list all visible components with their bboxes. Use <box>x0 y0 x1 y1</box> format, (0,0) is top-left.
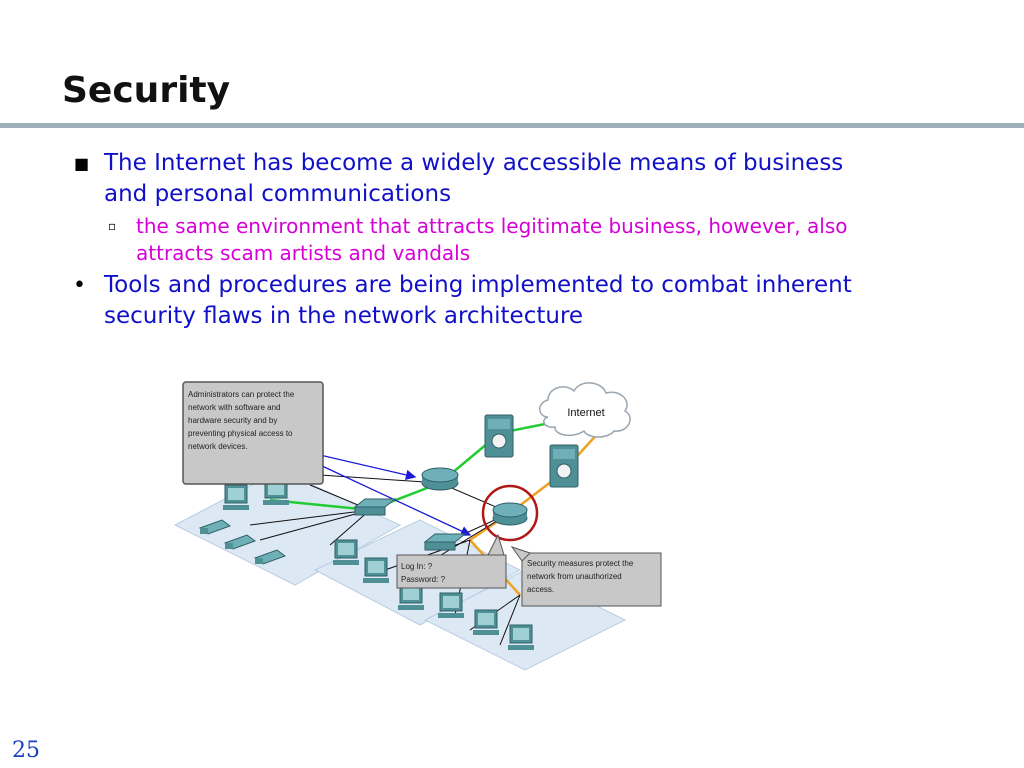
admin-callout-line-3: hardware security and by <box>188 416 277 425</box>
switch-icon-2 <box>423 533 467 551</box>
bullet-item-2: • Tools and procedures are being impleme… <box>70 270 970 332</box>
security-callout-line-1: Security measures protect the <box>527 559 634 568</box>
network-security-diagram: Internet <box>173 381 662 671</box>
admin-callout: Administrators can protect the network w… <box>182 381 324 485</box>
sub-bullet-item: ▫ the same environment that attracts leg… <box>70 213 970 267</box>
admin-callout-line-4: preventing physical access to <box>188 429 293 438</box>
title-divider <box>0 123 1024 128</box>
security-callout: Security measures protect the network fr… <box>510 546 662 607</box>
page-number: 25 <box>12 738 40 763</box>
secured-router-icon <box>481 484 539 542</box>
password-field-label: Password: ? <box>401 575 446 584</box>
dot-bullet-icon: • <box>73 273 86 298</box>
security-callout-line-2: network from unauthorized <box>527 572 622 581</box>
bullet-list: ■ The Internet has become a widely acces… <box>70 148 970 332</box>
cloud-label: Internet <box>567 407 604 419</box>
sub-bullet-line-1: the same environment that attracts legit… <box>136 214 848 238</box>
hollow-square-bullet-icon: ▫ <box>108 219 117 233</box>
security-callout-line-3: access. <box>527 585 554 594</box>
admin-callout-line-1: Administrators can protect the <box>188 390 295 399</box>
internet-cloud-icon: Internet <box>539 382 631 438</box>
bullet-2-line-1: Tools and procedures are being implement… <box>104 272 852 298</box>
square-bullet-icon: ■ <box>74 154 90 173</box>
ip-phone-icons <box>198 519 287 565</box>
bullet-1-line-1: The Internet has become a widely accessi… <box>104 150 844 176</box>
multilayer-switch-icon-2 <box>549 444 579 488</box>
sub-bullet-line-2: attracts scam artists and vandals <box>136 241 471 265</box>
bullet-1-line-2: and personal communications <box>104 181 452 207</box>
router-icon <box>421 467 459 491</box>
admin-callout-line-5: network devices. <box>188 442 248 451</box>
switch-icon <box>353 498 397 516</box>
login-field-label: Log In: ? <box>401 562 433 571</box>
admin-arrows <box>319 454 472 536</box>
pc-icons <box>223 479 534 650</box>
multilayer-switch-icon <box>484 414 514 458</box>
login-callout: Log In: ? Password: ? <box>396 533 507 589</box>
bullet-item-1: ■ The Internet has become a widely acces… <box>70 148 970 210</box>
admin-callout-line-2: network with software and <box>188 403 281 412</box>
bullet-2-line-2: security flaws in the network architectu… <box>104 303 584 329</box>
slide-title: Security <box>62 70 231 111</box>
